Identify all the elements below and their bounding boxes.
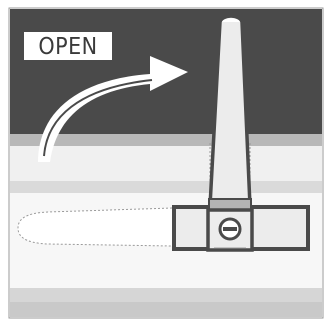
closed-handle-ghost — [17, 207, 173, 247]
light-frame-band — [10, 146, 322, 181]
bottom-band-2 — [10, 302, 322, 317]
handle-hub — [206, 208, 254, 252]
curved-arrow-icon — [38, 56, 188, 162]
lower-band — [10, 181, 322, 193]
open-label-text: OPEN — [38, 34, 97, 60]
handle-base-plate — [172, 205, 310, 251]
open-label: OPEN — [24, 32, 112, 60]
screw-slot — [223, 227, 237, 231]
handle-lever — [208, 14, 252, 214]
open-label-box — [24, 32, 112, 60]
bottom-band — [10, 288, 322, 302]
base-plate-right-inner — [252, 209, 306, 247]
base-plate-left-inner — [176, 209, 210, 247]
